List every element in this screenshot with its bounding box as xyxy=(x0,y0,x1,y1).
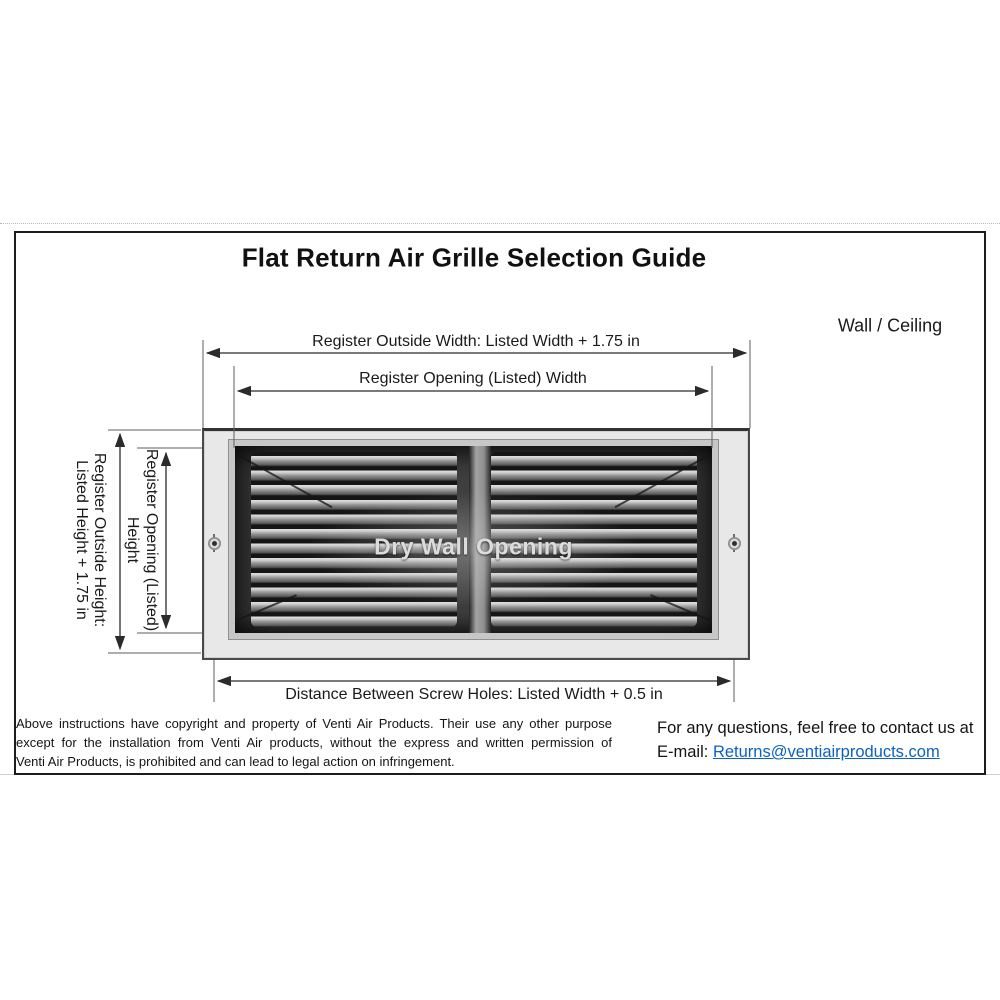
opening-height-line1: Register Opening (Listed) xyxy=(143,448,160,632)
mount-type-label: Wall / Ceiling xyxy=(837,315,943,336)
faint-top-rule xyxy=(0,223,1000,224)
screw-distance-label: Distance Between Screw Holes: Listed Wid… xyxy=(285,686,663,703)
outside-height-line1: Register Outside Height: xyxy=(91,452,108,628)
opening-height-line2: Height xyxy=(124,516,141,564)
perspective-line-top-right xyxy=(614,454,710,509)
opening-height-label: Register Opening (Listed) Height xyxy=(123,449,161,631)
contact-block: For any questions, feel free to contact … xyxy=(657,716,973,764)
copyright-line-2: except for the installation from Venti A… xyxy=(16,735,612,750)
outside-height-label: Register Outside Height: Listed Height +… xyxy=(72,453,108,627)
perspective-line-top-left xyxy=(237,454,333,509)
email-link[interactable]: Returns@ventiairproducts.com xyxy=(712,743,940,761)
email-label: E-mail: xyxy=(657,743,709,761)
copyright-line-3: Venti Air Products, is prohibited and ca… xyxy=(16,754,455,769)
page-title: Flat Return Air Grille Selection Guide xyxy=(241,242,707,273)
perspective-line-bottom-left xyxy=(237,594,297,621)
perspective-line-bottom-right xyxy=(650,594,710,621)
outside-width-label: Register Outside Width: Listed Width + 1… xyxy=(312,333,640,350)
screw-hole-left xyxy=(208,537,221,550)
screw-hole-right xyxy=(728,537,741,550)
email-row: E-mail: Returns@ventiairproducts.com xyxy=(657,740,973,764)
copyright-notice: Above instructions have copyright and pr… xyxy=(16,714,612,771)
contact-line: For any questions, feel free to contact … xyxy=(657,719,974,737)
copyright-line-1: Above instructions have copyright and pr… xyxy=(16,716,612,731)
opening-width-label: Register Opening (Listed) Width xyxy=(359,370,587,387)
grille-louver-area: Dry Wall Opening xyxy=(235,446,712,633)
outside-height-line2: Listed Height + 1.75 in xyxy=(73,460,90,620)
drywall-opening-label: Dry Wall Opening xyxy=(374,533,573,560)
